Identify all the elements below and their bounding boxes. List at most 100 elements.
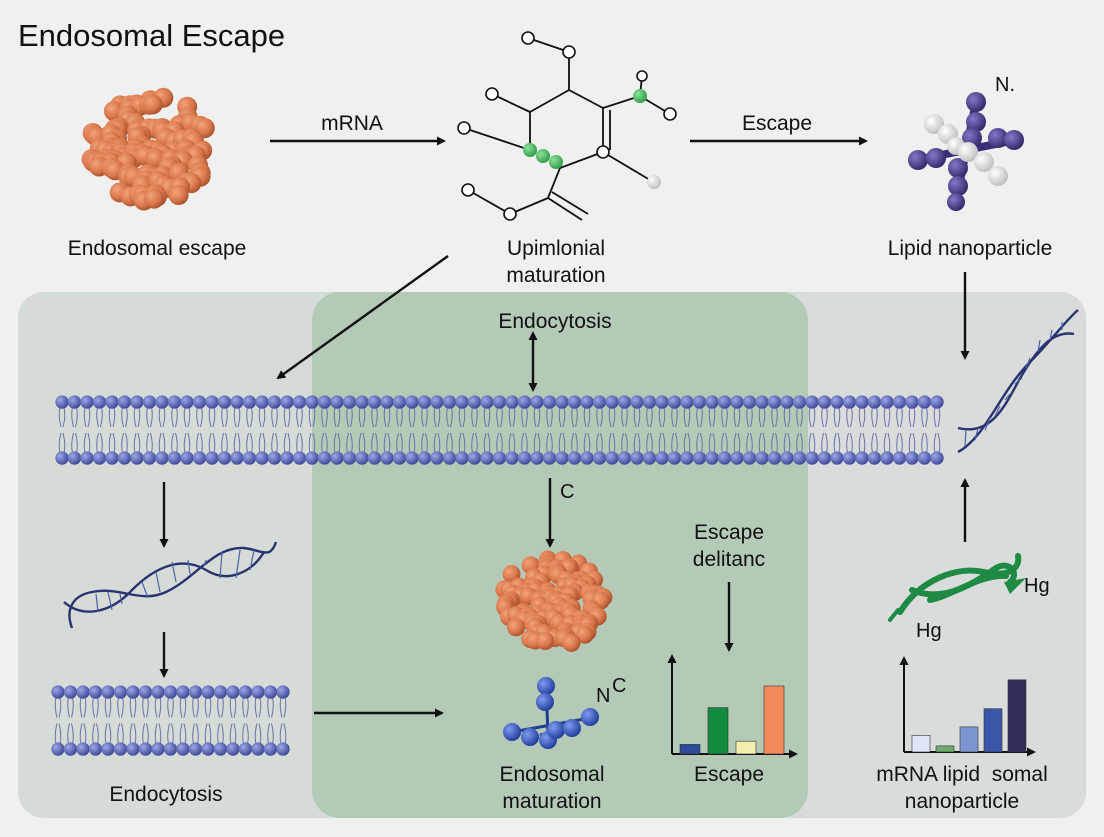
- lipid-head: [226, 685, 240, 699]
- lipid-head: [730, 395, 744, 409]
- lipid-head: [867, 395, 882, 409]
- lipid-tail: [133, 406, 141, 454]
- lipid-head: [76, 742, 90, 756]
- lipid-head: [892, 451, 907, 465]
- lipid-head: [101, 742, 115, 756]
- lipid-bilayer-main: [55, 395, 944, 465]
- lipid-head: [917, 395, 932, 409]
- lipid-tail: [496, 406, 503, 454]
- lipid-head: [842, 395, 857, 409]
- lipid-tail: [96, 406, 103, 454]
- bar-5: [1007, 679, 1027, 753]
- lipid-head: [305, 451, 319, 465]
- right-chart-label-line1: mRNA lipid somal: [876, 763, 1048, 786]
- lipid-tail: [383, 406, 391, 454]
- lipid-head: [930, 451, 944, 465]
- lipid-tail: [883, 406, 891, 454]
- lipid-head: [655, 451, 669, 465]
- lipid-tail: [833, 406, 841, 454]
- diagram-title: Endosomal Escape: [18, 18, 285, 53]
- lipid-head: [380, 451, 394, 465]
- lipid-tail: [858, 406, 866, 454]
- lipid-head: [417, 451, 432, 465]
- lipid-head: [263, 742, 278, 756]
- cluster-sphere: [168, 185, 189, 205]
- lipid-tail: [154, 696, 162, 745]
- lipid-tail: [204, 696, 212, 745]
- lipid-head: [80, 395, 94, 409]
- lipid-tail: [92, 696, 99, 745]
- lipid-tail: [821, 406, 828, 454]
- lipid-head: [355, 395, 369, 409]
- lipid-head: [92, 451, 107, 465]
- lipid-head: [117, 395, 132, 409]
- lipid-tail: [67, 696, 74, 745]
- lipid-head: [842, 451, 857, 465]
- lipid-head: [151, 742, 165, 756]
- lipid-tail: [58, 406, 66, 454]
- lipid-head: [230, 451, 244, 465]
- lipid-tail: [871, 406, 878, 454]
- lipid-head: [67, 395, 82, 409]
- lipid-tail: [483, 406, 491, 454]
- lipid-head: [367, 395, 382, 409]
- lipid-head: [317, 451, 332, 465]
- lipid-head: [217, 451, 232, 465]
- lipid-head: [88, 742, 103, 756]
- lipid-tail: [196, 406, 203, 454]
- lipid-tail: [408, 406, 416, 454]
- center-label-line2: maturation: [502, 790, 601, 813]
- lipid-head: [142, 451, 157, 465]
- endocytosis-top-label: Endocytosis: [498, 310, 611, 333]
- lipid-tail: [758, 406, 766, 454]
- lipid-head: [192, 451, 207, 465]
- lipid-head: [126, 742, 140, 756]
- lipid-head: [238, 685, 253, 699]
- lipid-head: [138, 742, 153, 756]
- lipid-head: [905, 451, 919, 465]
- lipid-head: [226, 742, 240, 756]
- lipid-tail: [271, 406, 278, 454]
- lipid-head: [792, 395, 807, 409]
- arrow-c-label: C: [560, 481, 574, 503]
- lipid-tail: [104, 696, 112, 745]
- lipid-head: [880, 451, 894, 465]
- lipid-head: [163, 685, 178, 699]
- lipid-tail: [771, 406, 778, 454]
- lipid-head: [605, 395, 619, 409]
- lipid-tail: [217, 696, 224, 745]
- lipid-tail: [183, 406, 191, 454]
- lipid-head: [667, 395, 682, 409]
- panel-right: [790, 292, 1086, 818]
- lipid-head: [617, 395, 632, 409]
- lipid-head: [630, 395, 644, 409]
- lipid-tail: [146, 406, 153, 454]
- lipid-head: [780, 395, 794, 409]
- lipid-tail: [308, 406, 316, 454]
- lipid-tail: [121, 406, 128, 454]
- lipid-head: [780, 451, 794, 465]
- lipid-tail: [621, 406, 628, 454]
- lipid-head: [492, 451, 507, 465]
- lipid-tail: [583, 406, 591, 454]
- lipid-tail: [333, 406, 341, 454]
- lipid-head: [305, 395, 319, 409]
- lipid-tail: [546, 406, 553, 454]
- lipid-tail: [79, 696, 87, 745]
- lipid-head: [238, 742, 253, 756]
- lipid-head: [155, 451, 169, 465]
- arrow-escape-label: Escape: [742, 112, 812, 135]
- lipid-tail: [142, 696, 149, 745]
- dna-helix-right: [957, 309, 1079, 454]
- lipid-head: [905, 395, 919, 409]
- lipid-head: [717, 451, 732, 465]
- lipid-tail: [221, 406, 228, 454]
- lipid-head: [517, 395, 532, 409]
- lipid-tail: [117, 696, 124, 745]
- lipid-tail: [192, 696, 199, 745]
- bar-4: [983, 708, 1003, 753]
- chart-label-line1: Escape: [694, 521, 764, 544]
- lipid-head: [276, 742, 290, 756]
- lipid-head: [805, 395, 819, 409]
- lipid-tail: [633, 406, 641, 454]
